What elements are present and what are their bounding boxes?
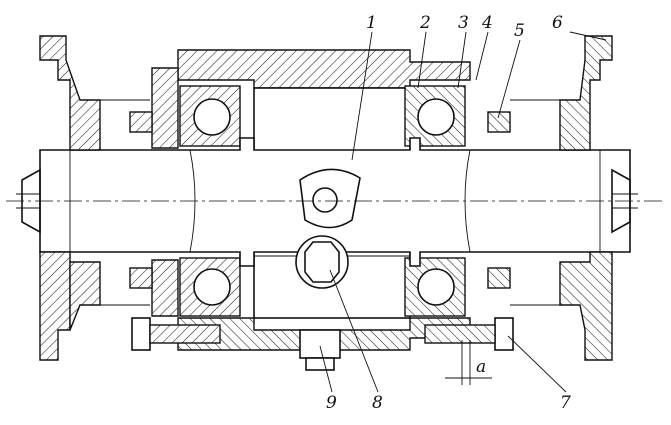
label-7: 7 bbox=[560, 393, 571, 413]
right-bearing bbox=[404, 85, 466, 317]
label-4: 4 bbox=[481, 13, 493, 33]
seals bbox=[129, 111, 511, 289]
label-8: 8 bbox=[372, 393, 383, 413]
label-6: 6 bbox=[552, 13, 563, 33]
label-5: 5 bbox=[514, 21, 525, 41]
label-2: 2 bbox=[419, 13, 431, 33]
dimension-a bbox=[445, 340, 492, 385]
label-3: 3 bbox=[458, 13, 469, 33]
dimension-label-a: a bbox=[476, 357, 486, 377]
left-flange bbox=[16, 35, 150, 361]
label-9: 9 bbox=[326, 393, 337, 413]
leader-lines bbox=[319, 31, 607, 393]
label-1: 1 bbox=[366, 13, 377, 33]
right-flange bbox=[510, 35, 638, 361]
cam-pin bbox=[295, 168, 361, 289]
left-bearing bbox=[179, 85, 241, 317]
lower-bolts bbox=[131, 317, 514, 371]
